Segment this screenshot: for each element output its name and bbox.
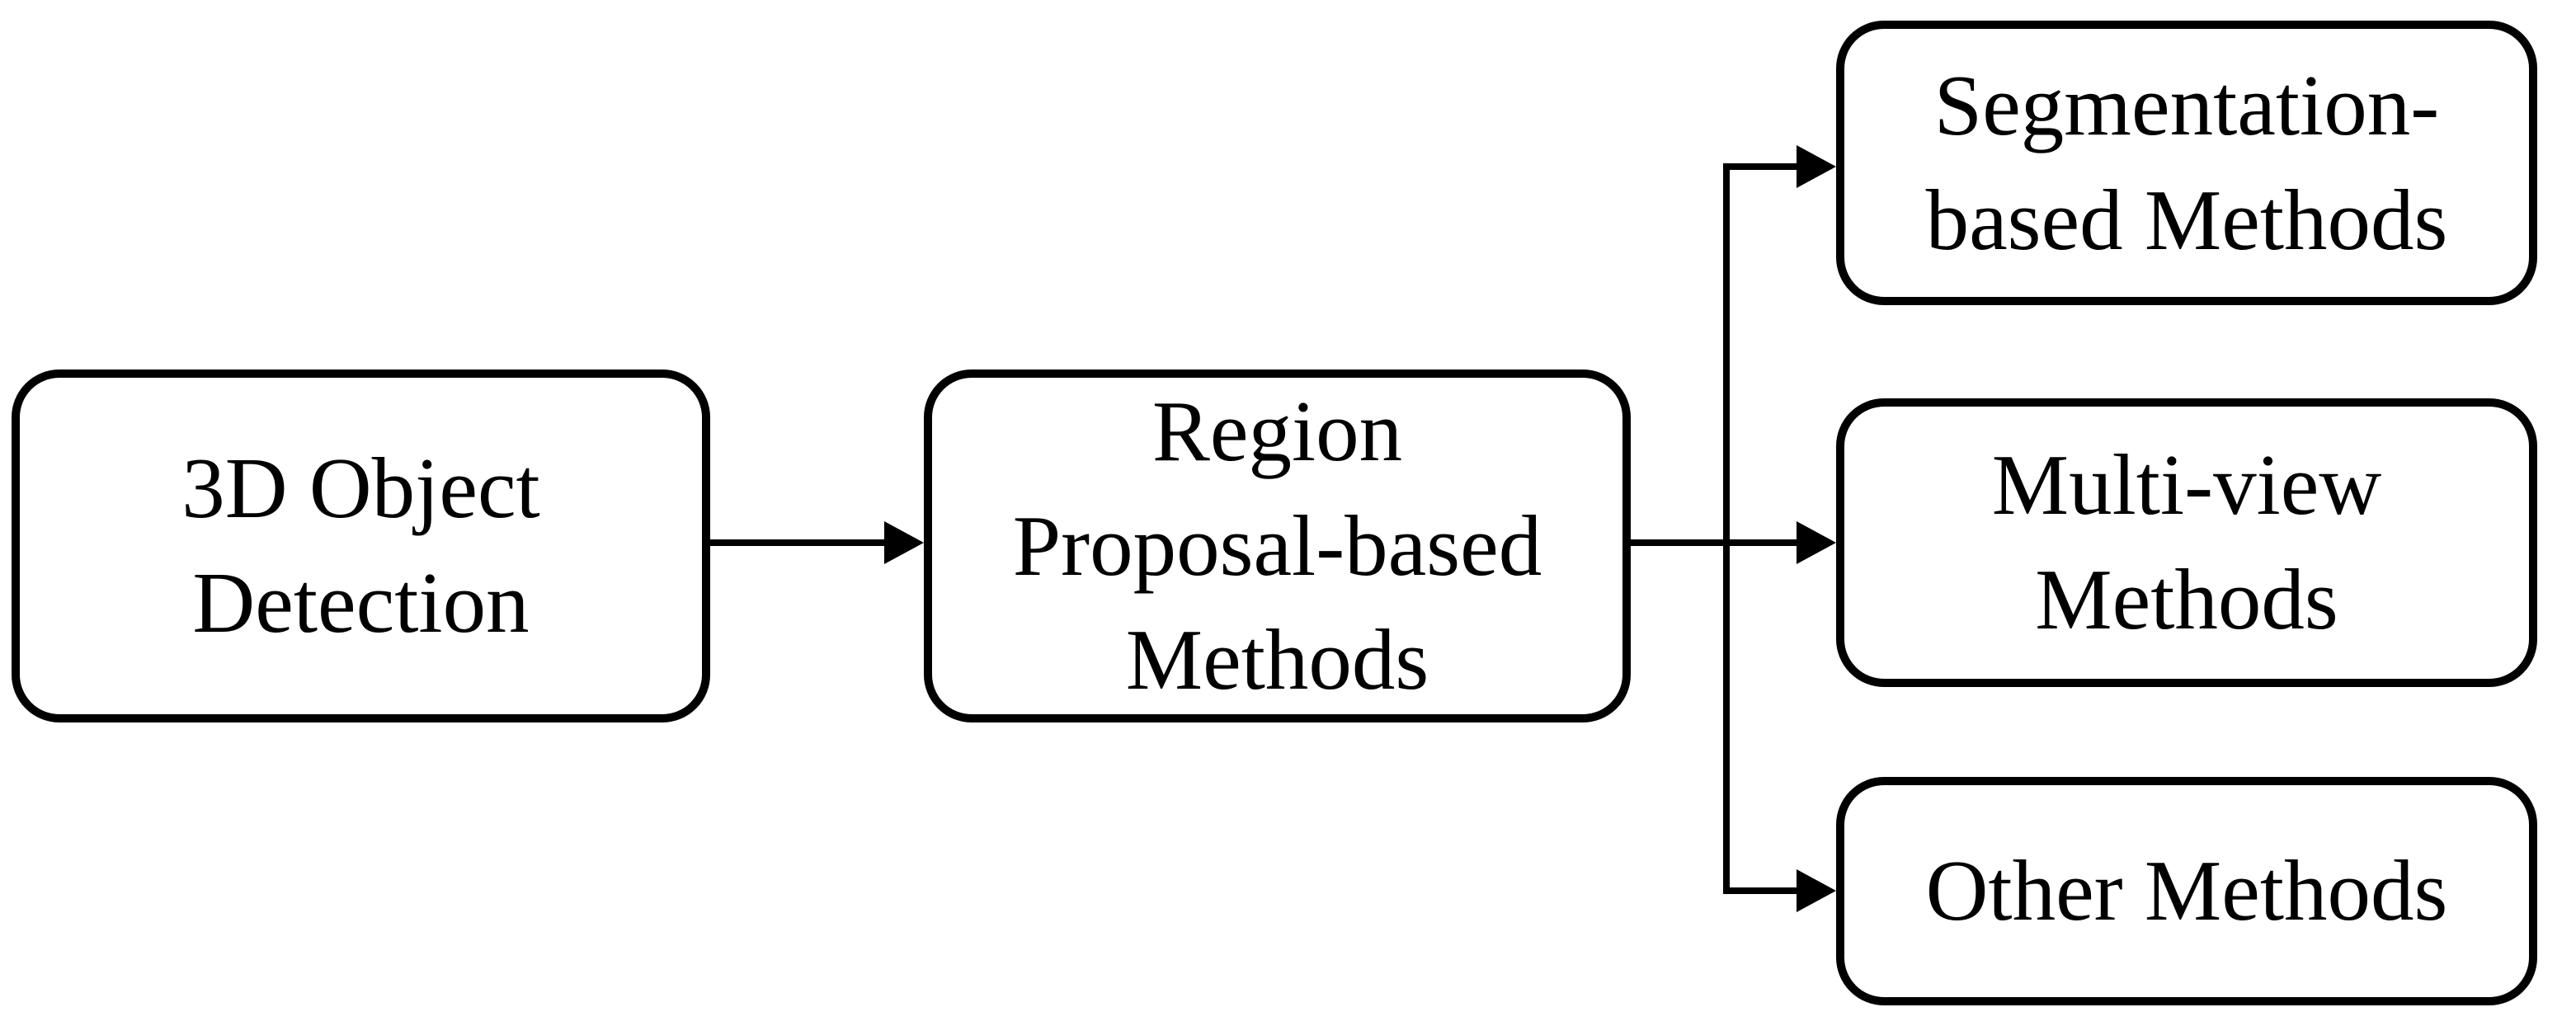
edge-line-trunk-to-segmentation: [1723, 163, 1797, 170]
node-3d-object-detection-label: 3D Object Detection: [181, 440, 540, 651]
node-segmentation-based-methods: Segmentation- based Methods: [1836, 21, 2537, 305]
node-segmentation-based-methods-label: Segmentation- based Methods: [1925, 56, 2448, 268]
node-region-proposal-based-methods-label: Region Proposal-based Methods: [1012, 383, 1542, 708]
node-region-proposal-based-methods: Region Proposal-based Methods: [924, 369, 1631, 722]
arrowhead-root-to-parent-icon: [884, 521, 924, 564]
node-other-methods-label: Other Methods: [1925, 842, 2448, 939]
arrowhead-trunk-to-other-icon: [1797, 869, 1836, 912]
arrowhead-trunk-to-segmentation-icon: [1797, 145, 1836, 188]
edge-line-trunk-to-other: [1723, 887, 1797, 894]
node-3d-object-detection: 3D Object Detection: [12, 369, 710, 722]
edge-line-root-to-parent: [709, 539, 891, 546]
node-multi-view-methods: Multi-view Methods: [1836, 398, 2537, 687]
node-multi-view-methods-label: Multi-view Methods: [1991, 436, 2382, 647]
arrowhead-parent-to-multiview-icon: [1797, 521, 1836, 564]
edge-line-parent-to-multiview: [1631, 539, 1797, 546]
node-other-methods: Other Methods: [1836, 777, 2537, 1005]
edge-trunk-line: [1723, 163, 1730, 894]
